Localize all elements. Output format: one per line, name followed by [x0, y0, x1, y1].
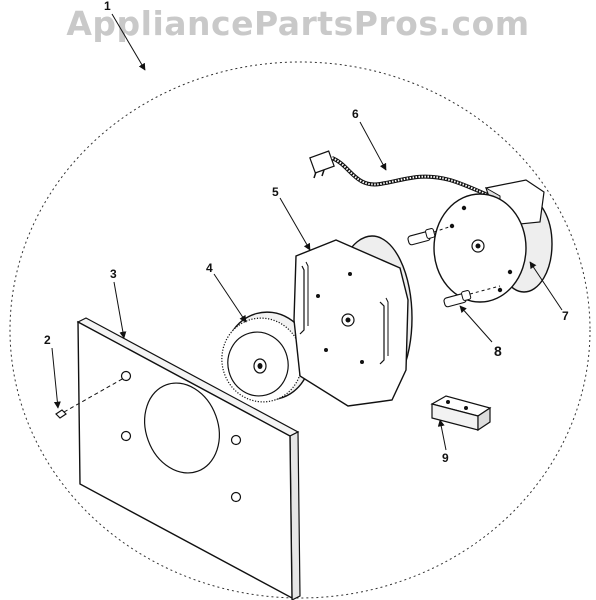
callout-3: 3	[110, 267, 117, 281]
callout-2: 2	[44, 333, 51, 347]
callout-9: 9	[442, 451, 449, 465]
part-3-mounting-plate[interactable]	[76, 317, 301, 600]
part-5-blower-housing[interactable]	[293, 235, 413, 407]
watermark-text: AppliancePartsPros.com	[66, 4, 530, 43]
callout-5: 5	[272, 185, 279, 199]
assembly-boundary-circle	[9, 61, 591, 599]
callout-4: 4	[206, 261, 213, 275]
callout-8: 8	[494, 343, 502, 359]
callout-1: 1	[104, 0, 111, 13]
part-6-power-cord[interactable]	[309, 150, 501, 202]
part-8-spacers[interactable]	[407, 225, 501, 308]
callout-7: 7	[562, 309, 569, 323]
callout-6: 6	[352, 107, 359, 121]
part-4-blower-wheel[interactable]	[212, 303, 319, 411]
callout-leaders	[51, 13, 563, 451]
callout-labels: 1 2 3 4 5 6 7 8 9	[44, 0, 569, 465]
part-2-screw[interactable]	[55, 377, 125, 419]
part-9-block[interactable]	[430, 395, 492, 432]
part-7-motor[interactable]	[433, 179, 553, 303]
